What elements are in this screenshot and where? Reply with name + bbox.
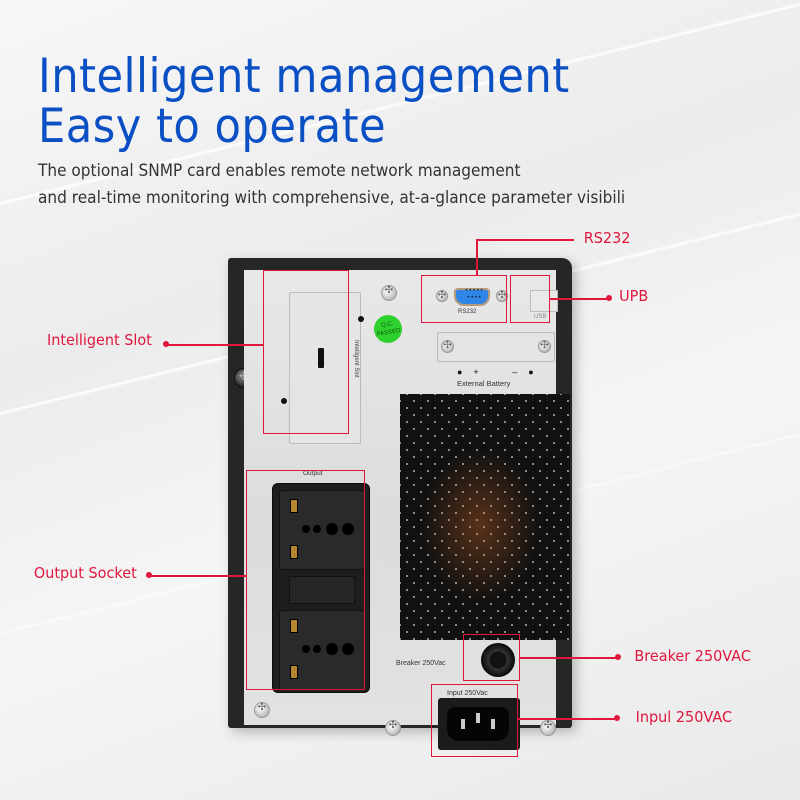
output-socket-leader-line (150, 575, 246, 577)
screw-icon (381, 285, 397, 301)
screw-icon (540, 720, 556, 736)
socket-hole (302, 645, 310, 653)
usb-port (530, 290, 558, 312)
socket-hole (313, 525, 321, 533)
iec-inlet-icon (447, 707, 509, 741)
subtitle: The optional SNMP card enables remote ne… (38, 157, 625, 211)
breaker-leader-line (520, 657, 618, 659)
intelligent-slot-highlight (263, 270, 349, 434)
output-socket-callout-label: Output Socket (33, 564, 137, 582)
usb-port-label: USB (534, 314, 547, 320)
slot-notch (318, 348, 324, 368)
mounting-hole (281, 398, 287, 404)
external-battery-label: External Battery (457, 379, 511, 388)
ups-rear-panel: Intelligent Slot Q.C. PASSED RS232 USB ●… (228, 258, 572, 750)
subtitle-line-2: and real-time monitoring with comprehens… (38, 188, 626, 207)
socket-hole (326, 643, 338, 655)
upb-callout-label: UPB (619, 287, 649, 305)
intelligent-slot-cover (289, 292, 361, 444)
input-dot (614, 715, 620, 721)
socket-pin (290, 619, 298, 633)
breaker-label: Breaker 250Vac (396, 660, 446, 667)
output-label: Output (303, 470, 323, 477)
input-highlight (431, 684, 518, 757)
output-socket-block (272, 483, 370, 693)
power-inlet (438, 698, 520, 750)
internal-wiring (410, 434, 550, 600)
input-callout-label: Inpul 250VAC (635, 708, 733, 726)
intelligent-slot-callout-label: Intelligent Slot (46, 331, 152, 349)
battery-cover-plate (437, 332, 555, 362)
rs232-callout-label: RS232 (583, 229, 631, 247)
battery-terminals: ● + – ● (457, 367, 536, 377)
upb-dot (606, 295, 612, 301)
output-socket-highlight (246, 470, 365, 690)
socket-hole (342, 643, 354, 655)
breaker-highlight (463, 634, 520, 681)
socket-hole (326, 523, 338, 535)
screw-icon (436, 290, 448, 302)
intelligent-slot-leader-line (167, 344, 263, 346)
breaker-callout-label: Breaker 250VAC (634, 647, 751, 665)
upb-highlight (510, 275, 550, 323)
mounting-hole (358, 316, 364, 322)
headline: Intelligent management Easy to operate (38, 52, 570, 152)
screw-icon (254, 702, 270, 718)
output-socket-top (279, 490, 365, 570)
rs232-port: RS232 (436, 284, 508, 318)
breaker-button (481, 643, 515, 677)
slot-vertical-label: Intelligent Slot (353, 340, 359, 378)
qc-passed-sticker: Q.C. PASSED (371, 312, 405, 346)
socket-divider (289, 576, 355, 604)
rs232-highlight (421, 275, 507, 323)
socket-hole (302, 525, 310, 533)
rs232-leader-line (476, 239, 574, 241)
socket-hole (342, 523, 354, 535)
ventilation-grille (400, 394, 570, 640)
output-socket-dot (146, 572, 152, 578)
intelligent-slot-dot (163, 341, 169, 347)
subtitle-line-1: The optional SNMP card enables remote ne… (38, 161, 521, 180)
screw-icon (441, 340, 454, 353)
screw-icon (538, 340, 551, 353)
headline-line-1: Intelligent management (38, 49, 570, 104)
metal-panel: Intelligent Slot Q.C. PASSED RS232 USB ●… (244, 270, 570, 750)
upb-leader-line (550, 298, 608, 300)
headline-line-2: Easy to operate (38, 99, 387, 154)
inlet-pin (491, 719, 495, 729)
rs232-leader-line (476, 239, 478, 275)
socket-pin (290, 545, 298, 559)
inlet-pin (476, 713, 480, 723)
screw-icon (496, 290, 508, 302)
input-leader-line (518, 718, 616, 720)
output-socket-bottom (279, 610, 365, 690)
socket-hole (313, 645, 321, 653)
screw-icon (385, 720, 401, 736)
socket-pin (290, 665, 298, 679)
socket-pin (290, 499, 298, 513)
db9-connector-icon (454, 288, 490, 306)
breaker-dot (615, 654, 621, 660)
rs232-port-label: RS232 (458, 309, 477, 315)
inlet-pin (461, 719, 465, 729)
input-label: Input 250Vac (447, 690, 488, 697)
